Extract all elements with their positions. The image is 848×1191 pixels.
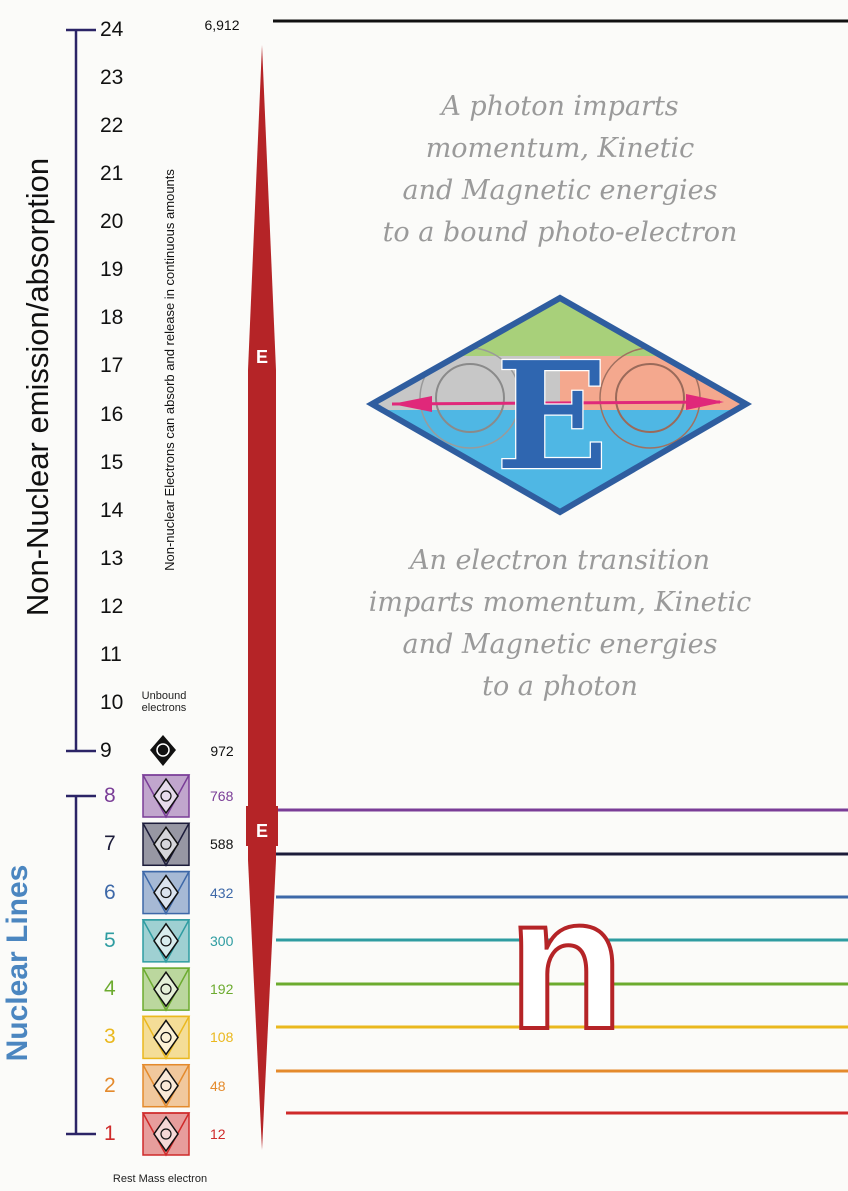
photon-text-line: and Magnetic energies xyxy=(402,175,718,206)
level-number: 13 xyxy=(100,546,124,570)
arrow-label-lower: E xyxy=(256,821,268,841)
vertical-note: Non-nuclear Electrons can absorb and rel… xyxy=(162,169,177,571)
transition-text: An electron transition imparts momentum,… xyxy=(345,540,775,708)
level-number: 22 xyxy=(100,114,124,138)
nuclear-level-number: 7 xyxy=(104,832,116,856)
nuclear-level-value: 768 xyxy=(210,788,234,804)
nuclear-level-number: 5 xyxy=(104,928,116,952)
level-number: 11 xyxy=(100,642,122,666)
nuclear-level-number: 6 xyxy=(104,880,116,904)
level-number: 17 xyxy=(100,354,124,378)
nuclear-bracket xyxy=(66,794,96,1136)
nuclear-energy-lines xyxy=(276,808,848,1115)
electron-tile xyxy=(141,870,191,916)
non-nuclear-title: Non-Nuclear emission/absorption xyxy=(20,157,55,617)
electron-tile xyxy=(141,967,191,1012)
energy-arrow xyxy=(246,45,278,1150)
photon-text-line: A photon imparts xyxy=(441,91,679,122)
level-number: 19 xyxy=(100,258,124,282)
nuclear-level-value: 108 xyxy=(210,1029,234,1046)
non-nuclear-bracket xyxy=(66,28,96,753)
transition-text-line: An electron transition xyxy=(409,545,711,576)
electron-tile xyxy=(141,822,191,867)
nuclear-level-number: 8 xyxy=(104,784,116,807)
nuclear-level-number: 2 xyxy=(104,1073,116,1097)
electron-tile xyxy=(141,774,191,819)
level-number: 18 xyxy=(100,306,124,330)
unbound-electrons-label: Unbound electrons xyxy=(141,690,187,714)
emblem-letter: E xyxy=(496,329,609,503)
transition-text-line: and Magnetic energies xyxy=(402,629,718,660)
nuclear-level-value: 432 xyxy=(210,884,234,901)
level-number: 24 xyxy=(100,18,124,41)
nuclear-title: Nuclear Lines xyxy=(1,864,34,1062)
nuclear-level-value: 192 xyxy=(210,981,234,998)
photon-text: A photon imparts momentum, Kinetic and M… xyxy=(355,86,765,254)
unbound-electron-icon xyxy=(150,735,176,766)
transition-text-line: to a photon xyxy=(482,671,638,702)
unbound-value: 972 xyxy=(210,743,234,759)
nuclear-level-number: 1 xyxy=(104,1122,116,1145)
electron-tile xyxy=(141,1015,191,1060)
nuclear-level-value: 588 xyxy=(210,836,234,853)
nuclear-level-number: 4 xyxy=(104,977,116,1001)
transition-text-line: imparts momentum, Kinetic xyxy=(368,587,752,618)
level-number: 12 xyxy=(100,594,124,618)
level-number: 21 xyxy=(100,162,124,186)
level-number: 14 xyxy=(100,498,124,522)
level-number: 23 xyxy=(100,66,124,90)
rest-mass-label: Rest Mass electron xyxy=(112,1173,208,1185)
arrow-label-upper: E xyxy=(256,347,268,367)
level-number: 16 xyxy=(100,402,124,426)
level-number: 9 xyxy=(100,739,112,762)
nuclear-level-value: 300 xyxy=(210,932,234,949)
photon-text-line: momentum, Kinetic xyxy=(425,133,695,164)
level-number: 10 xyxy=(100,690,124,714)
energy-emblem: E xyxy=(365,294,753,516)
nuclear-level-value: 12 xyxy=(210,1126,226,1142)
electron-tile xyxy=(141,1063,191,1109)
top-value: 6,912 xyxy=(204,17,239,33)
photon-text-line: to a bound photo-electron xyxy=(382,217,738,248)
nuclear-electron-stack xyxy=(141,774,191,1157)
level-number: 20 xyxy=(100,210,124,234)
electron-tile xyxy=(141,1112,191,1157)
level-number: 15 xyxy=(100,450,124,474)
nuclear-level-number: 3 xyxy=(104,1025,116,1049)
electron-tile xyxy=(141,919,191,964)
neutron-letter: n xyxy=(508,857,624,1069)
nuclear-level-value: 48 xyxy=(210,1077,226,1094)
